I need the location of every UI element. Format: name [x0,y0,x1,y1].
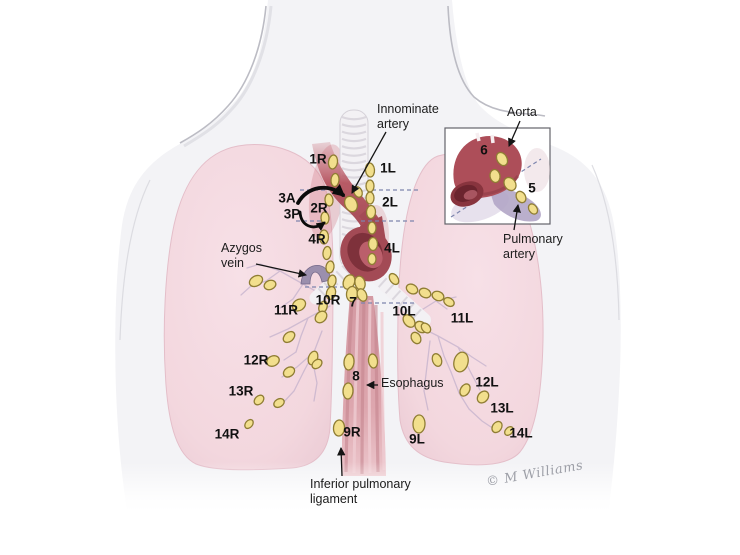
station-label-8: 8 [352,369,360,384]
label-innominate-artery-line1: Innominate [377,102,439,116]
station-label-1r: 1R [309,152,327,167]
ipl-leader [337,446,346,477]
station-label-11r: 11R [274,303,298,318]
station-label-3p: 3P [284,207,301,222]
station-label-4r: 4R [308,232,326,247]
pulmonary-artery-leader [512,203,522,231]
label-innominate-artery-line2: artery [377,117,410,131]
station-labels: 1R 1L 2R 2L 3A 3P 4R 4L 5 6 7 8 9R 9L 10… [215,143,537,447]
label-pulmonary-artery-line1: Pulmonary [503,232,563,246]
station-3a-arrow [296,183,346,205]
innominate-leader [351,131,387,194]
station-label-4l: 4L [384,241,400,256]
station-label-10l: 10L [392,304,415,319]
station-3p-arrow [298,210,326,231]
station-label-13l: 13L [490,401,513,416]
label-esophagus: Esophagus [381,376,444,390]
azygos-leader [255,263,308,278]
bottom-fade [0,455,740,555]
station-label-12l: 12L [475,375,498,390]
station-label-9l: 9L [409,432,425,447]
station-label-9r: 9R [343,425,361,440]
leader-lines [255,120,522,477]
station-label-1l: 1L [380,161,396,176]
label-aorta: Aorta [507,105,537,119]
label-pulmonary-artery-line2: artery [503,247,536,261]
station-label-10r: 10R [316,293,341,308]
station-label-7: 7 [349,295,357,310]
label-inferior-pulmonary-ligament-line1: Inferior pulmonary [310,477,411,491]
station-label-11l: 11L [451,311,474,326]
lymph-nodes [244,154,514,437]
station-label-13r: 13R [229,384,254,399]
station-label-2l: 2L [382,195,398,210]
inset-box [444,127,551,225]
label-azygos-vein-line1: Azygos [221,241,262,255]
esophagus-shape [342,296,386,476]
azygos-vein-shape [300,264,332,285]
station-label-3a: 3A [278,191,296,206]
station-label-12r: 12R [244,353,269,368]
station-boundary-dashes [296,189,418,304]
annotation-labels: Innominate artery Azygos vein Esophagus … [221,102,563,506]
label-inferior-pulmonary-ligament-line2: ligament [310,492,358,506]
aorta-leader [508,120,521,147]
station-label-6: 6 [480,143,488,158]
station-label-5: 5 [528,181,536,196]
label-azygos-vein-line2: vein [221,256,244,270]
station-label-14r: 14R [215,427,240,442]
station-label-2r: 2R [310,201,328,216]
station-label-14l: 14L [509,426,532,441]
